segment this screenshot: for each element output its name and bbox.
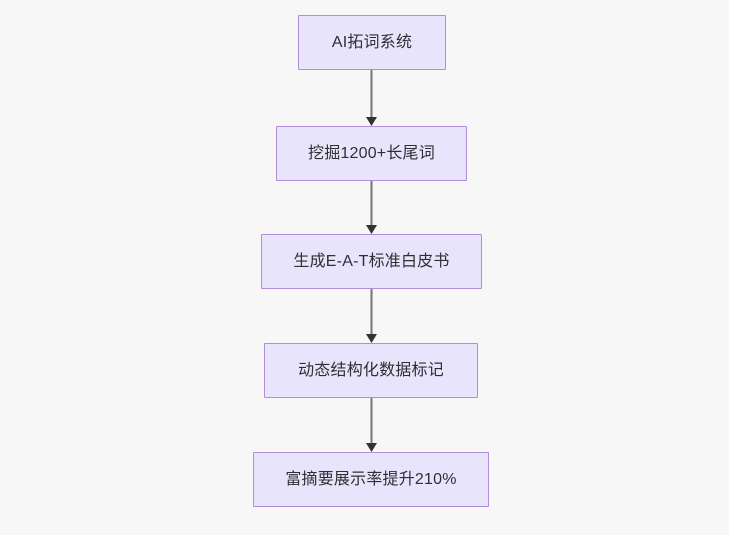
flow-node-label: 富摘要展示率提升210% [285, 470, 457, 488]
flow-edge-arrow [364, 70, 379, 126]
flow-edge-arrow [364, 289, 379, 343]
flow-node-label: 挖掘1200+长尾词 [308, 144, 435, 162]
flow-node-generate-eat-whitepaper[interactable]: 生成E-A-T标准白皮书 [261, 234, 482, 289]
flow-node-label: 生成E-A-T标准白皮书 [293, 252, 450, 270]
flow-node-label: AI拓词系统 [331, 33, 413, 51]
flow-edge-arrow [364, 398, 379, 452]
flow-node-mine-longtail-keywords[interactable]: 挖掘1200+长尾词 [276, 126, 467, 181]
flow-node-rich-snippet-impression-lift[interactable]: 富摘要展示率提升210% [253, 452, 489, 507]
flow-edge-arrow [364, 181, 379, 234]
flow-node-ai-keyword-system[interactable]: AI拓词系统 [298, 15, 446, 70]
flow-node-dynamic-structured-data-markup[interactable]: 动态结构化数据标记 [264, 343, 478, 398]
flow-node-label: 动态结构化数据标记 [298, 361, 444, 379]
